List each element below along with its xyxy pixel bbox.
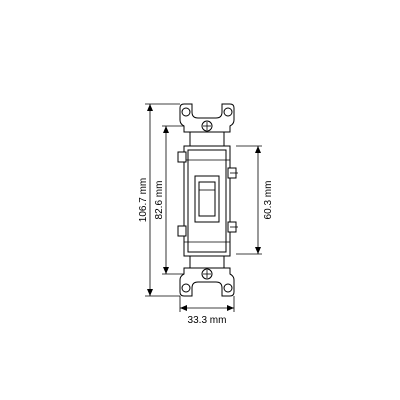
bottom-mounting-ear <box>179 267 235 297</box>
body-height-label: 60.3 mm <box>263 181 274 220</box>
dimension-overall-height: 106.7 mm <box>138 103 180 297</box>
dimension-strap-height: 82.6 mm <box>154 125 184 275</box>
dimension-width: 33.3 mm <box>179 296 235 326</box>
strap-height-label: 82.6 mm <box>154 181 165 220</box>
overall-height-label: 106.7 mm <box>138 178 149 222</box>
dimension-body-height: 60.3 mm <box>236 145 274 255</box>
mounting-strap-upper <box>189 131 225 147</box>
top-mounting-ear <box>179 103 235 133</box>
mounting-strap-lower <box>189 255 225 269</box>
width-label: 33.3 mm <box>188 315 227 326</box>
toggle-switch-drawing <box>177 103 238 297</box>
toggle-lever <box>194 175 220 223</box>
